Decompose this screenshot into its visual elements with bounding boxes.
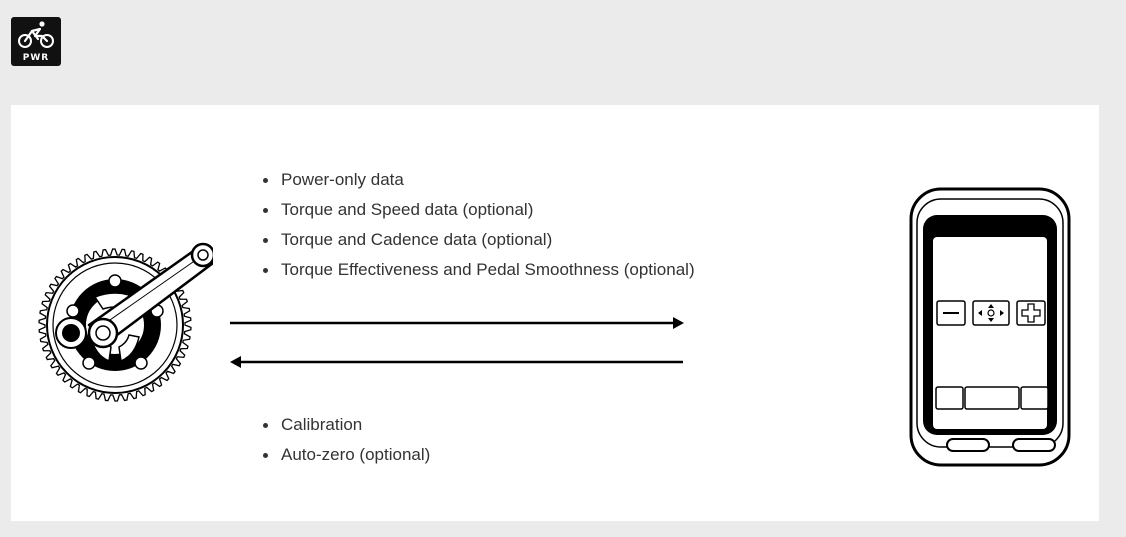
bike-computer-icon — [909, 187, 1071, 467]
commands-to-sensor-list: Calibration Auto-zero (optional) — [259, 410, 430, 470]
crankset-power-meter-icon — [38, 242, 213, 402]
cycling-power-icon — [18, 21, 54, 48]
arrow-left-icon — [230, 356, 683, 368]
list-item: Torque Effectiveness and Pedal Smoothnes… — [259, 255, 695, 285]
list-item: Torque and Cadence data (optional) — [259, 225, 695, 255]
arrow-right-icon — [230, 317, 684, 329]
pwr-badge: PWR — [11, 17, 61, 66]
list-item: Torque and Speed data (optional) — [259, 195, 695, 225]
list-item: Calibration — [259, 410, 430, 440]
transfer-arrows — [230, 317, 684, 368]
list-item: Power-only data — [259, 165, 695, 195]
pwr-label: PWR — [22, 53, 50, 63]
data-to-device-list: Power-only data Torque and Speed data (o… — [259, 165, 695, 285]
diagram-panel: Power-only data Torque and Speed data (o… — [11, 105, 1099, 521]
list-item: Auto-zero (optional) — [259, 440, 430, 470]
